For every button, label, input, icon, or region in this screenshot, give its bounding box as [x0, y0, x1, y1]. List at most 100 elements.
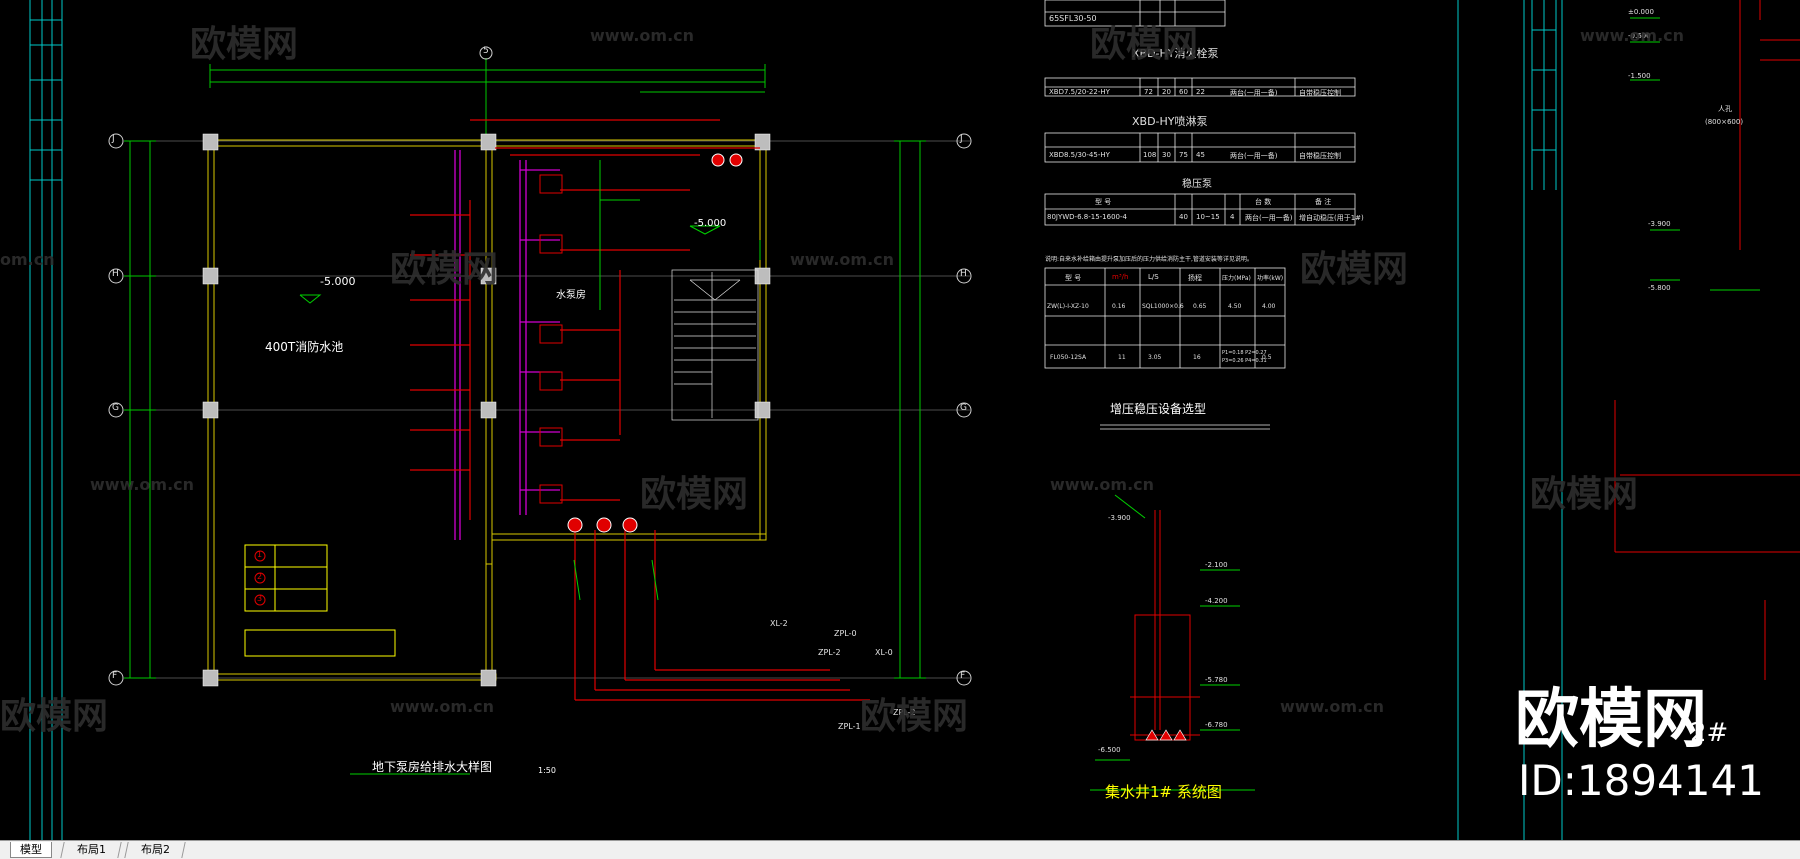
axis-label-f: F	[112, 671, 118, 681]
table3-q: 108	[1143, 151, 1157, 159]
section-title: 集水井1# 系统图	[1105, 783, 1222, 801]
plan-title: 地下泵房给排水大样图	[372, 760, 493, 774]
pipes-red	[410, 119, 870, 701]
table1-model: 65SFL30-50	[1049, 14, 1097, 23]
watermark-site-6: www.om.cn	[1050, 475, 1155, 494]
sump-elev-lines	[1095, 494, 1240, 761]
table5-r1-p: 4.50	[1228, 303, 1242, 310]
table2-q: 72	[1144, 88, 1153, 96]
table2-count: 两台(一用一备)	[1230, 89, 1278, 97]
table5-head-l: L/S	[1148, 273, 1159, 281]
tab-layout2[interactable]: 布局2	[124, 842, 186, 858]
stair	[671, 269, 759, 421]
pipe-label-zpl2b: ZPL-2	[893, 708, 916, 717]
table4-head-model: 型 号	[1095, 198, 1112, 206]
table4-note: 增自动稳压(用于1#)	[1299, 214, 1364, 222]
right-label-3: -3.900	[1648, 220, 1671, 228]
plan-dimension-top	[209, 58, 766, 140]
table5-r2-h: 16	[1193, 354, 1201, 361]
table3-title: XBD-HY喷淋泵	[1132, 115, 1208, 128]
table5-head-q: m³/h	[1112, 273, 1129, 281]
watermark-site-8: www.om.cn	[1280, 697, 1385, 716]
table2-p: 22	[1196, 88, 1205, 96]
tab-layout1[interactable]: 布局1	[60, 842, 122, 858]
table4-model: 80JYWD-6.8-15-1600-4	[1047, 213, 1127, 221]
table5-note: 说明:自来水补给箱由提升泵加压后的压力供给消防主干,管道安装等详见说明。	[1045, 256, 1253, 263]
legend-num-1: 1	[257, 550, 263, 559]
table5-r2-p1: P1=0.18 P2=0.27	[1222, 350, 1267, 356]
right-label-5: 人孔	[1718, 105, 1732, 113]
table2-model: XBD7.5/20-22-HY	[1049, 88, 1110, 96]
table3-l: 30	[1162, 151, 1171, 159]
pipe-label-xl0: XL-0	[875, 648, 893, 657]
section-elev-1: -2.100	[1205, 561, 1228, 569]
section-elev-3: -5.780	[1205, 676, 1228, 684]
section-elev-top: -3.900	[1108, 514, 1131, 522]
legend-box	[244, 544, 396, 657]
table5-head-model: 型 号	[1065, 274, 1082, 282]
tank-room-label: 400T消防水池	[265, 340, 344, 354]
left-title-strip	[29, 0, 63, 840]
table4-head-count: 台 数	[1255, 198, 1272, 206]
watermark-6: 欧模网	[1530, 474, 1639, 515]
cad-model-space[interactable]: J H G F J H G F 5 -5.000 400T消防水池 水泵房 -5…	[0, 0, 1800, 840]
right-label-1: -0.600	[1628, 32, 1651, 40]
section-elev-5: -6.500	[1098, 746, 1121, 754]
plan-scale: 1:50	[538, 766, 556, 775]
pump-room-label: 水泵房	[556, 290, 586, 301]
watermark-id: ID:1894141	[1518, 756, 1764, 805]
section-elev-2: -4.200	[1205, 597, 1228, 605]
table4-count: 两台(一用一备)	[1245, 214, 1293, 222]
tab-layout1-label: 布局1	[76, 843, 106, 856]
watermark-site-1: www.om.cn	[590, 26, 695, 45]
cad-drawing[interactable]	[0, 0, 1800, 840]
watermark-site-3: om.cn	[0, 250, 55, 269]
table3-model: XBD8.5/30-45-HY	[1049, 151, 1110, 159]
right-detail-green	[1630, 17, 1760, 291]
right-label-4: -5.800	[1648, 284, 1671, 292]
right-title-strip	[1457, 0, 1563, 840]
table4-h: 10~15	[1196, 213, 1220, 221]
table5-r2-q: 11	[1118, 354, 1126, 361]
axis-label-g: G	[112, 403, 119, 413]
right-label-2: -1.500	[1628, 72, 1651, 80]
table5-title: 增压稳压设备选型	[1110, 402, 1207, 416]
watermark-site-5: www.om.cn	[90, 475, 195, 494]
axis-label-h-right: H	[960, 269, 967, 279]
table5-r2-model: FL050-12SA	[1050, 354, 1087, 361]
right-detail	[1614, 0, 1800, 680]
watermark-7: 欧模网	[0, 696, 109, 737]
plan-dimension-left	[124, 140, 926, 679]
table2-note: 自带稳压控制	[1299, 89, 1341, 97]
pipe-label-xl2: XL-2	[770, 619, 788, 628]
table5-r2-kw: 0.5	[1262, 354, 1272, 361]
axis-label-top: 5	[483, 46, 489, 56]
table4-q: 40	[1179, 213, 1188, 221]
sump-section	[1130, 510, 1200, 741]
table5-r1-kw: 4.00	[1262, 303, 1276, 310]
table5-r1-h: 0.65	[1193, 303, 1207, 310]
table5-r2-l: 3.05	[1148, 354, 1162, 361]
pipe-label-zpl0: ZPL-0	[834, 629, 857, 638]
pipes-magenta	[454, 150, 560, 540]
tab-model[interactable]: 模型	[10, 842, 52, 858]
right-big-label: 2#	[1690, 718, 1729, 748]
tab-layout2-label: 布局2	[140, 843, 170, 856]
pump-room-elevation: -5.000	[694, 218, 727, 229]
legend-num-2: 2	[257, 572, 263, 581]
watermark-site-4: www.om.cn	[790, 250, 895, 269]
axis-label-j: J	[112, 134, 115, 144]
legend-markers	[254, 550, 266, 606]
axis-label-j-right: J	[960, 134, 963, 144]
table5-head-kw: 功率(kW)	[1257, 275, 1284, 282]
table2-l: 20	[1162, 88, 1171, 96]
table5-r1-model: ZW(L)-I-XZ-10	[1047, 303, 1089, 310]
table4-p: 4	[1230, 213, 1235, 221]
watermark-3: 欧模网	[390, 249, 499, 290]
table5-r1-l: SQL1000×0.6	[1142, 303, 1184, 310]
watermark-brand-large: 欧模网	[1515, 683, 1707, 757]
axis-label-g-right: G	[960, 403, 967, 413]
valves	[573, 160, 761, 601]
table4-title: 稳压泵	[1182, 179, 1212, 190]
table3-count: 两台(一用一备)	[1230, 152, 1278, 160]
